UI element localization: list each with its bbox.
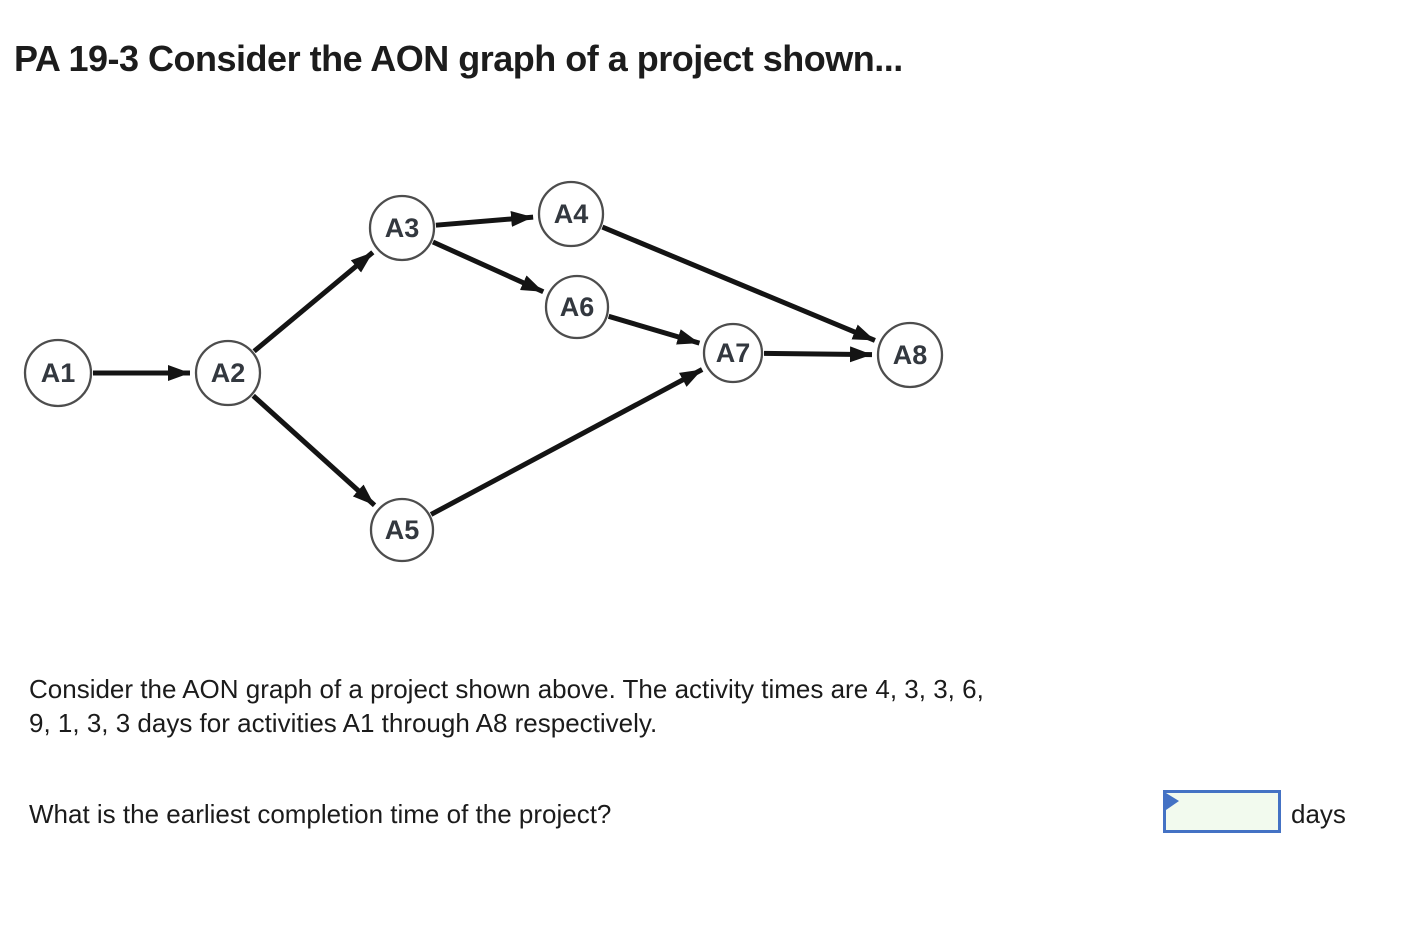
node-label-A5: A5 bbox=[385, 515, 420, 545]
answer-field-wrap bbox=[1163, 790, 1281, 833]
answer-input[interactable] bbox=[1163, 790, 1281, 833]
node-A5: A5 bbox=[369, 497, 435, 563]
page-title: PA 19-3 Consider the AON graph of a proj… bbox=[14, 38, 903, 79]
unit-label: days bbox=[1291, 799, 1346, 829]
node-label-A7: A7 bbox=[716, 338, 751, 368]
node-label-A2: A2 bbox=[211, 358, 246, 388]
node-A1: A1 bbox=[23, 338, 93, 408]
node-A6: A6 bbox=[544, 274, 610, 340]
node-label-A1: A1 bbox=[41, 358, 76, 388]
edge-A4-A8 bbox=[601, 224, 876, 343]
node-label-A4: A4 bbox=[554, 199, 589, 229]
node-A2: A2 bbox=[194, 339, 262, 407]
node-label-A6: A6 bbox=[560, 292, 595, 322]
node-A4: A4 bbox=[537, 180, 605, 248]
node-A7: A7 bbox=[702, 322, 764, 384]
description-line: Consider the AON graph of a project show… bbox=[29, 674, 984, 704]
node-label-A3: A3 bbox=[385, 213, 420, 243]
node-A3: A3 bbox=[368, 194, 436, 262]
edge-A6-A7 bbox=[607, 313, 701, 346]
edge-A2-A3 bbox=[252, 250, 375, 354]
description-line: 9, 1, 3, 3 days for activities A1 throug… bbox=[29, 708, 658, 738]
problem-description: Consider the AON graph of a project show… bbox=[29, 672, 1189, 740]
question-text: What is the earliest completion time of … bbox=[29, 799, 612, 829]
edge-A5-A7 bbox=[429, 367, 704, 517]
edge-A3-A4 bbox=[435, 210, 534, 228]
edge-A2-A5 bbox=[251, 393, 377, 508]
edge-A3-A6 bbox=[431, 239, 545, 295]
graph-edges bbox=[93, 210, 876, 517]
edge-A7-A8 bbox=[763, 346, 873, 363]
node-label-A8: A8 bbox=[893, 340, 928, 370]
node-A8: A8 bbox=[876, 321, 944, 389]
